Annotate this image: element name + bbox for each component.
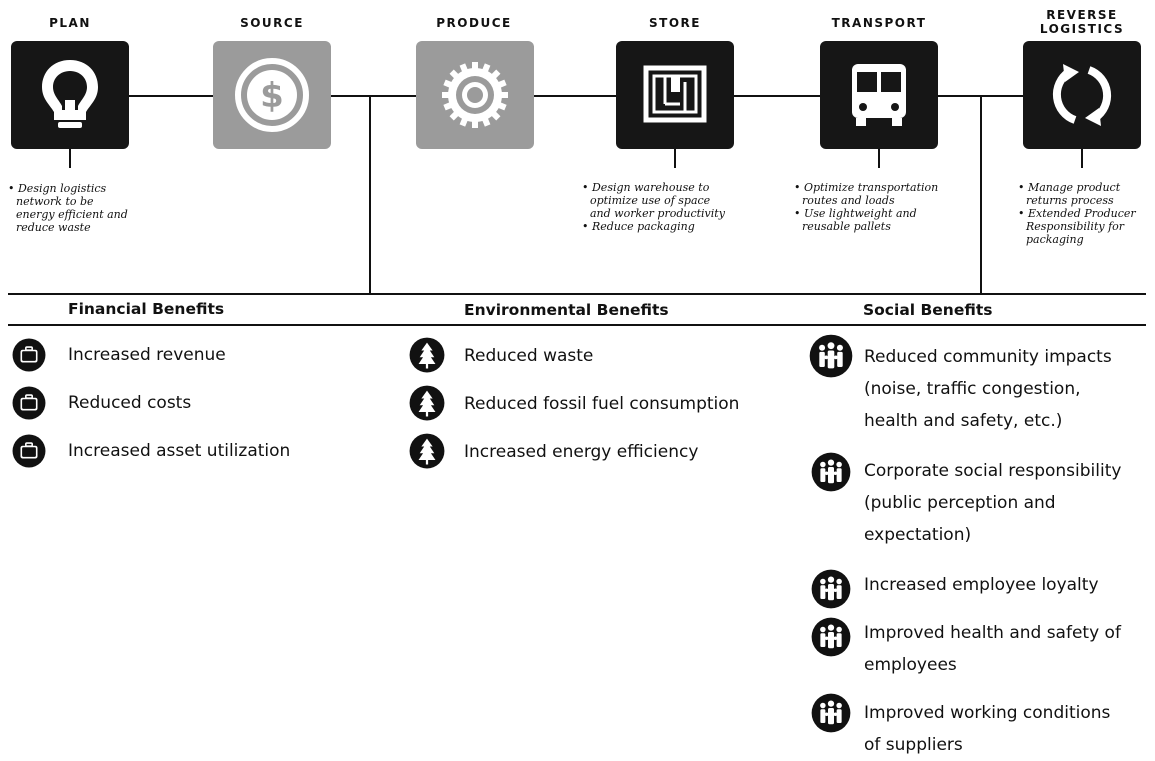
notes-transport: • Optimize transportation routes and loa…: [794, 181, 938, 233]
connector-store-notes: [674, 149, 676, 168]
financial-item: Reduced costs: [68, 393, 192, 413]
note-line: routes and loads: [802, 194, 895, 207]
note-line: Responsibility for: [1026, 220, 1125, 233]
tree-icon: [409, 385, 445, 421]
stage-title-plan: PLAN: [49, 16, 91, 30]
social-benefits-heading: Social Benefits: [863, 301, 993, 319]
stage-title-produce: PRODUCE: [436, 16, 512, 30]
note-line: • Manage product: [1018, 181, 1121, 194]
people-icon: [809, 334, 853, 378]
stage-box-transport: [820, 41, 938, 149]
notes-reverse-logistics: • Manage product returns process • Exten…: [1018, 181, 1136, 246]
note-line: • Extended Producer: [1018, 207, 1136, 220]
lightbulb-icon: [42, 60, 98, 128]
social-item: Improved health and safety of employees: [864, 617, 1121, 681]
social-item-line: Corporate social responsibility: [864, 461, 1122, 481]
stage-title-line-1: REVERSE: [1046, 8, 1118, 22]
social-item: Improved working conditions of suppliers: [864, 697, 1110, 761]
stage-box-plan: [11, 41, 129, 149]
social-item: Corporate social responsibility (public …: [864, 455, 1121, 551]
recycle-arrows-icon: [1052, 64, 1112, 126]
stage-title-line-2: LOGISTICS: [1039, 22, 1125, 36]
connector-benefits-left: [369, 96, 371, 294]
note-line: and worker productivity: [590, 207, 725, 220]
social-item-line: (noise, traffic congestion,: [864, 379, 1081, 399]
connector-benefits-right: [980, 96, 982, 294]
note-line: • Reduce packaging: [582, 220, 695, 233]
note-line: packaging: [1026, 233, 1084, 246]
note-line: energy efficient and: [16, 208, 128, 221]
tree-icon: [409, 433, 445, 469]
notes-plan: • Design logistics network to be energy …: [8, 182, 128, 234]
connector-plan-notes: [69, 149, 71, 168]
stage-box-source: $: [213, 41, 331, 149]
social-item: Reduced community impacts (noise, traffi…: [864, 341, 1112, 437]
note-line: reduce waste: [16, 221, 91, 234]
financial-item: Increased revenue: [68, 345, 226, 365]
stage-title-source: SOURCE: [240, 16, 304, 30]
social-item-line: expectation): [864, 525, 972, 545]
social-item-line: Improved health and safety of: [864, 623, 1121, 643]
people-icon: [811, 452, 851, 492]
social-item: Increased employee loyalty: [864, 569, 1099, 601]
financial-benefits-heading: Financial Benefits: [68, 300, 225, 318]
gear-icon: [442, 62, 508, 128]
note-line: • Design logistics: [8, 182, 107, 195]
tree-icon: [409, 337, 445, 373]
environmental-benefits-heading: Environmental Benefits: [464, 301, 669, 319]
stage-box-produce: [416, 41, 534, 149]
social-item-line: health and safety, etc.): [864, 411, 1063, 431]
social-item-line: Increased employee loyalty: [864, 575, 1099, 595]
environmental-item: Reduced fossil fuel consumption: [464, 394, 740, 414]
social-item-line: of suppliers: [864, 735, 963, 755]
social-item-line: (public perception and: [864, 493, 1056, 513]
stage-title-transport: TRANSPORT: [831, 16, 927, 30]
notes-store: • Design warehouse to optimize use of sp…: [582, 181, 725, 233]
environmental-item: Increased energy efficiency: [464, 442, 699, 462]
connector-reverse-notes: [1081, 149, 1083, 168]
note-line: • Design warehouse to: [582, 181, 710, 194]
social-item-line: employees: [864, 655, 957, 675]
note-line: returns process: [1026, 194, 1114, 207]
briefcase-icon: [12, 386, 46, 420]
stage-box-reverse-logistics: [1023, 41, 1141, 149]
connector-transport-notes: [878, 149, 880, 168]
stage-title-store: STORE: [649, 16, 701, 30]
bus-icon: [852, 64, 906, 126]
benefits-heading-rule: [8, 324, 1146, 326]
financial-item: Increased asset utilization: [68, 441, 291, 461]
social-item-line: Improved working conditions: [864, 703, 1111, 723]
note-line: network to be: [16, 195, 94, 208]
dollar-icon: $: [235, 58, 309, 132]
warehouse-icon: [643, 65, 707, 123]
stage-box-store: [616, 41, 734, 149]
process-connector-line: [70, 95, 1080, 97]
social-item-line: Reduced community impacts: [864, 347, 1112, 367]
stage-title-reverse-logistics: REVERSE LOGISTICS: [1012, 8, 1152, 36]
note-line: reusable pallets: [802, 220, 891, 233]
note-line: • Use lightweight and: [794, 207, 917, 220]
environmental-item: Reduced waste: [464, 346, 594, 366]
note-line: • Optimize transportation: [794, 181, 939, 194]
benefits-top-rule: [8, 293, 1146, 295]
briefcase-icon: [12, 338, 46, 372]
briefcase-icon: [12, 434, 46, 468]
svg-text:$: $: [260, 76, 284, 116]
people-icon: [811, 693, 851, 733]
note-line: optimize use of space: [590, 194, 711, 207]
people-icon: [811, 617, 851, 657]
people-icon: [811, 569, 851, 609]
